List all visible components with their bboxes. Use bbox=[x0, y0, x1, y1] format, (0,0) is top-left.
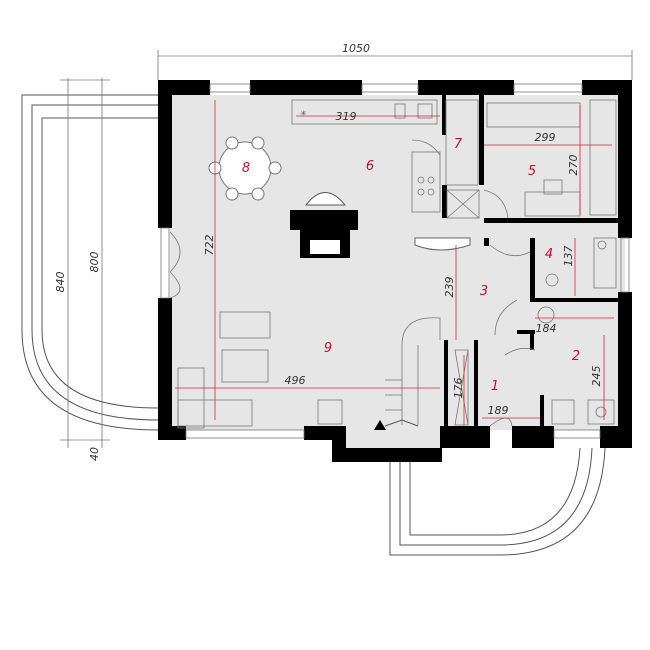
door-swing bbox=[494, 299, 518, 336]
washing-machine bbox=[551, 399, 575, 425]
armchair bbox=[219, 311, 271, 339]
washbasin bbox=[597, 240, 607, 250]
door-swing bbox=[411, 139, 441, 156]
dim-room5-height: 270 bbox=[567, 155, 580, 176]
shower bbox=[593, 237, 617, 289]
room-numbers: 1 2 3 4 5 6 7 8 9 bbox=[242, 137, 580, 394]
dim-offset: 40 bbox=[88, 447, 101, 461]
dimension-labels: 1050 840 800 40 319 299 270 722 239 137 … bbox=[54, 42, 603, 461]
terrace-door bbox=[169, 231, 181, 299]
room-number-7: 7 bbox=[454, 137, 463, 152]
door-swing bbox=[504, 347, 536, 356]
windows bbox=[160, 83, 630, 439]
dim-bath-height: 137 bbox=[562, 246, 575, 267]
dim-living-width: 496 bbox=[285, 374, 306, 387]
staircase bbox=[374, 317, 441, 430]
dim-vestibule-width: 189 bbox=[488, 404, 509, 417]
dim-overall-width: 1050 bbox=[342, 42, 370, 55]
room-number-6: 6 bbox=[366, 159, 374, 174]
stairs-arrow-icon bbox=[374, 420, 386, 430]
room-number-3: 3 bbox=[480, 284, 488, 299]
dim-overall-height-inner: 800 bbox=[88, 252, 101, 273]
dim-room5-width: 299 bbox=[535, 131, 556, 144]
kitchen-counter bbox=[291, 99, 438, 125]
stove bbox=[411, 151, 441, 213]
wardrobe bbox=[589, 99, 617, 216]
sofa-left bbox=[177, 367, 205, 429]
tv-stand bbox=[317, 399, 343, 425]
boiler bbox=[587, 399, 615, 425]
boiler-box bbox=[446, 189, 480, 219]
left-terrace bbox=[21, 94, 159, 431]
toilet bbox=[545, 273, 559, 287]
furniture: ✳ bbox=[169, 99, 617, 430]
door-swing bbox=[489, 244, 531, 257]
door-swing bbox=[483, 189, 509, 219]
pantry-cabinet bbox=[445, 99, 479, 186]
dim-overall-height-outer: 840 bbox=[54, 272, 67, 293]
dim-hall-height: 239 bbox=[443, 277, 456, 298]
dim-room2-height: 245 bbox=[590, 366, 603, 387]
wardrobe-hall bbox=[455, 349, 469, 426]
front-porch bbox=[389, 447, 606, 556]
dim-wc-width: 184 bbox=[536, 322, 557, 335]
hob-icon: ✳ bbox=[300, 109, 307, 118]
dim-vestibule-height: 176 bbox=[452, 378, 465, 399]
dimension-lines bbox=[60, 50, 633, 448]
room-number-1: 1 bbox=[491, 379, 499, 394]
exterior-walls bbox=[158, 80, 632, 462]
sink-icon bbox=[417, 103, 433, 119]
sink-icon bbox=[394, 103, 406, 119]
room-number-8: 8 bbox=[242, 161, 250, 176]
fireplace bbox=[290, 192, 358, 258]
toilet bbox=[537, 306, 555, 324]
dim-kitchen-width: 319 bbox=[336, 110, 357, 123]
interior-walls bbox=[442, 95, 618, 440]
room-number-2: 2 bbox=[572, 349, 580, 364]
room-number-5: 5 bbox=[528, 164, 536, 179]
coffee-table bbox=[221, 349, 269, 383]
room-number-9: 9 bbox=[324, 341, 332, 356]
room-number-4: 4 bbox=[545, 247, 553, 262]
dim-living-height: 722 bbox=[203, 235, 216, 256]
chair bbox=[543, 179, 563, 195]
